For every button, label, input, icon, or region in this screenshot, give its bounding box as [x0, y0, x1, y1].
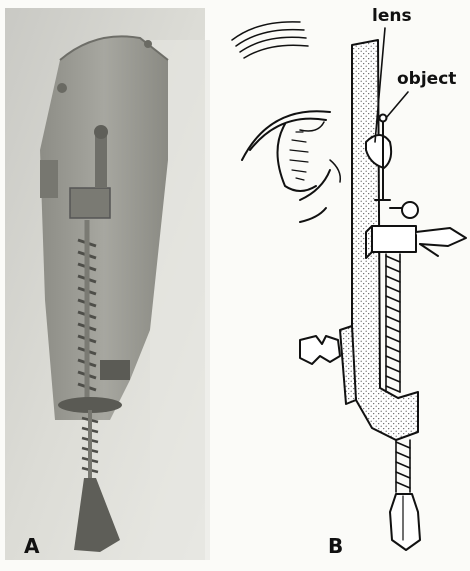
object-callout: object	[397, 69, 456, 89]
panel-a-label: A	[24, 534, 39, 558]
spring-screw	[386, 254, 400, 392]
lens-callout: lens	[372, 6, 412, 26]
panel-a-photograph	[5, 8, 210, 560]
eye-iris	[278, 124, 317, 191]
photo-holder-block	[70, 188, 110, 218]
eye-cheek	[300, 208, 326, 222]
photo-rivet	[57, 83, 67, 93]
eye-lower	[300, 170, 330, 200]
photo-rivet	[144, 40, 152, 48]
panel-b-drawing	[232, 22, 466, 550]
photo-side-screw	[40, 160, 58, 198]
side-clamp	[300, 326, 356, 404]
object-leader	[386, 92, 408, 118]
upper-clamp	[366, 226, 466, 258]
upper-knob	[390, 202, 418, 218]
handle	[390, 494, 420, 550]
eyebrow	[232, 22, 308, 58]
panel-b-label: B	[328, 534, 343, 558]
photo-lower-clamp	[100, 360, 130, 380]
lower-screw	[396, 440, 410, 492]
eye-upper-lash	[250, 119, 326, 150]
